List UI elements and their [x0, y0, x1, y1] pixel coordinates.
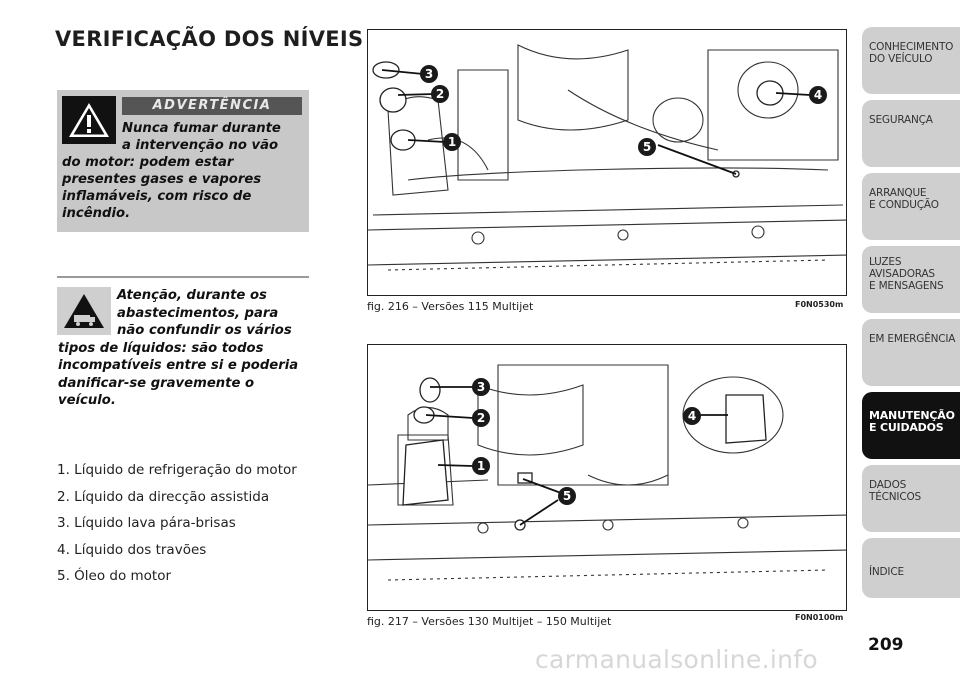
callout-1-label: 1 — [477, 459, 485, 473]
callout-4-label: 4 — [814, 88, 822, 102]
tab-seguranca[interactable]: SEGURANÇA — [862, 100, 960, 167]
list-item: 2. Líquido da direcção assistida — [57, 488, 270, 505]
tab-label: ÍNDICE — [869, 566, 904, 578]
tab-label: MANUTENÇÃO E CUIDADOS — [869, 409, 955, 434]
figure-216-caption: fig. 216 – Versões 115 Multijet — [367, 300, 534, 313]
callout-4 — [809, 86, 827, 104]
warning-triangle-icon — [62, 96, 116, 144]
list-item: 1. Líquido de refrigeração do motor — [57, 462, 297, 478]
callout-1-label: 1 — [448, 135, 456, 149]
figure-217-caption: fig. 217 – Versões 130 Multijet – 150 Mu… — [367, 615, 612, 628]
callout-4 — [683, 407, 701, 425]
figure-216-code: F0N0530m — [795, 300, 844, 309]
note-line-1: Atenção, durante os — [117, 288, 267, 303]
tab-label: SEGURANÇA — [869, 114, 933, 126]
callout-3-label: 3 — [425, 67, 433, 81]
tab-manutencao[interactable]: MANUTENÇÃO E CUIDADOS — [862, 392, 960, 459]
callout-5-label: 5 — [563, 489, 571, 503]
warning-text: Nunca fumar durante a intervenção no vão… — [62, 120, 302, 222]
page-number: 209 — [868, 635, 904, 655]
callout-1 — [443, 133, 461, 151]
tab-label: DADOS TÉCNICOS — [869, 479, 921, 503]
figure-217-code: F0N0100m — [795, 613, 844, 622]
tab-label: CONHECIMENTO DO VEÍCULO — [869, 41, 954, 65]
callout-2-label: 2 — [436, 87, 444, 101]
watermark: carmanualsonline.info — [535, 645, 818, 674]
warning-rest: do motor: podem estar presentes gases e … — [62, 155, 262, 221]
note-text: Atenção, durante os abastecimentos, para… — [58, 287, 308, 410]
figure-216-engine-bay: 3 2 1 4 5 — [367, 29, 847, 296]
callout-2 — [472, 409, 490, 427]
tab-dados[interactable]: DADOS TÉCNICOS — [862, 465, 960, 532]
warning-box: ADVERTÊNCIA Nunca fumar durante a interv… — [57, 90, 309, 232]
fluid-list: 1. Líquido de refrigeração do motor 2. L… — [57, 460, 297, 593]
callout-3 — [472, 378, 490, 396]
vehicle-caution-icon — [57, 287, 111, 335]
tab-conhecimento[interactable]: CONHECIMENTO DO VEÍCULO — [862, 27, 960, 94]
tab-label: ARRANQUE E CONDUÇÃO — [869, 187, 939, 211]
warning-line-1: Nunca fumar durante — [122, 121, 281, 136]
tab-luzes[interactable]: LUZES AVISADORAS E MENSAGENS — [862, 246, 960, 313]
figure-217-engine-bay: 3 2 1 4 5 — [367, 344, 847, 611]
callout-5 — [558, 487, 576, 505]
list-item: 5. Óleo do motor — [57, 568, 172, 584]
tab-label: EM EMERGÊNCIA — [869, 333, 956, 345]
callout-2 — [431, 85, 449, 103]
list-item: 3. Líquido lava pára-brisas — [57, 515, 236, 531]
callout-3 — [420, 65, 438, 83]
note-line-2: abastecimentos, para — [117, 305, 279, 321]
callout-5 — [638, 138, 656, 156]
callout-3-label: 3 — [477, 380, 485, 394]
tab-emergencia[interactable]: EM EMERGÊNCIA — [862, 319, 960, 386]
list-item: 4. Líquido dos travões — [57, 541, 207, 558]
tab-arranque[interactable]: ARRANQUE E CONDUÇÃO — [862, 173, 960, 240]
callout-2-label: 2 — [477, 411, 485, 425]
warning-header: ADVERTÊNCIA — [122, 97, 302, 115]
page-title: VERIFICAÇÃO DOS NÍVEIS — [55, 27, 364, 51]
tab-indice[interactable]: ÍNDICE — [862, 538, 960, 598]
chapter-tabs: CONHECIMENTO DO VEÍCULO SEGURANÇA ARRANQ… — [862, 27, 960, 604]
warning-line-2: a intervenção no vão — [122, 138, 279, 153]
callout-5-label: 5 — [643, 140, 651, 154]
callout-4-label: 4 — [688, 409, 696, 423]
note-line-3: não confundir os vários — [117, 323, 292, 338]
tab-label: LUZES AVISADORAS E MENSAGENS — [869, 256, 944, 292]
callout-1 — [472, 457, 490, 475]
note-divider — [57, 276, 309, 278]
note-rest: tipos de líquidos: são todos incompatíve… — [58, 340, 299, 409]
